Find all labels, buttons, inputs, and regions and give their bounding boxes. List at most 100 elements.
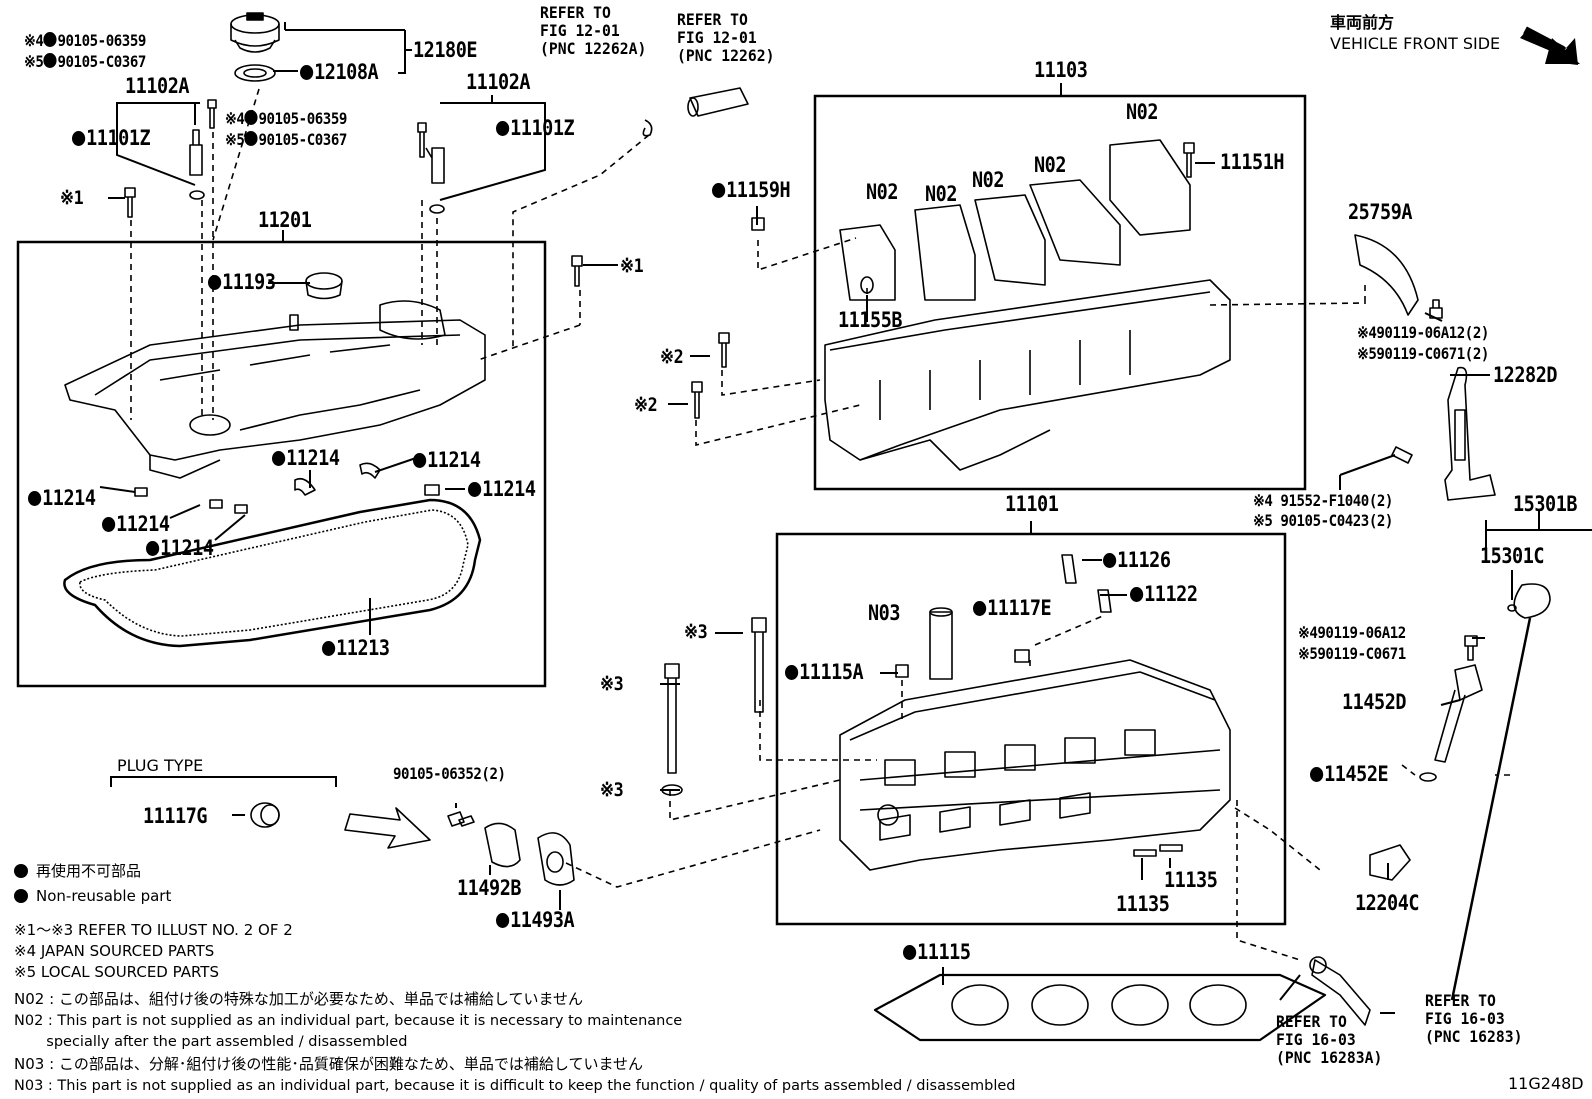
note-n02-e[interactable]: N02 (1126, 100, 1159, 124)
ref-x1-left[interactable]: ※1 (60, 187, 84, 209)
illustration-code: 11G248D (1508, 1074, 1584, 1093)
callout-bolt-12282-4[interactable]: ※4 91552-F1040(2) (1253, 491, 1393, 510)
note-local-sourced: ※5 LOCAL SOURCED PARTS (14, 963, 219, 981)
non-reusable-dot-icon (146, 541, 160, 556)
part-90105-06352[interactable]: 90105-06352(2) (393, 764, 506, 783)
non-reusable-dot-icon (1130, 587, 1144, 602)
note-n02-b[interactable]: N02 (925, 182, 958, 206)
part-11117e[interactable]: 11117E (973, 598, 1052, 619)
part-12108a[interactable]: 12108A (300, 62, 379, 83)
callout-bolt-12282-5[interactable]: ※5 90105-C0423(2) (1253, 511, 1393, 530)
ref-x1-right[interactable]: ※1 (620, 255, 644, 277)
part-11193[interactable]: 11193 (208, 272, 276, 293)
non-reusable-dot-icon (413, 453, 427, 468)
part-11493a[interactable]: 11493A (496, 910, 575, 931)
note-japan-sourced: ※4 JAPAN SOURCED PARTS (14, 942, 215, 960)
part-11122[interactable]: 11122 (1130, 584, 1198, 605)
refer-fig-16-03-pnc-16283a[interactable]: REFER TO FIG 16-03 (PNC 16283A) (1276, 1012, 1383, 1067)
part-11135-b[interactable]: 11135 (1116, 892, 1170, 916)
non-reusable-dot-icon (244, 110, 258, 125)
part-11117g[interactable]: 11117G (143, 804, 208, 828)
part-11159h[interactable]: 11159H (712, 180, 791, 201)
non-reusable-dot-icon (496, 913, 510, 928)
non-reusable-dot-icon (785, 665, 799, 680)
part-11214-b[interactable]: 11214 (413, 450, 481, 471)
non-reusable-dot-icon (14, 889, 28, 903)
part-11214-a[interactable]: 11214 (272, 448, 340, 469)
part-11102a-left[interactable]: 11102A (125, 74, 190, 98)
non-reusable-dot-icon (43, 53, 57, 68)
cylinder-head-sketch (839, 659, 1231, 871)
non-reusable-dot-icon (272, 451, 286, 466)
note-n02-d[interactable]: N02 (1034, 153, 1067, 177)
note-n02-en-cont: specially after the part assembled / dis… (14, 1034, 408, 1050)
frame-11201 (16, 240, 547, 688)
non-reusable-dot-icon (712, 183, 726, 198)
note-n02-a[interactable]: N02 (866, 180, 899, 204)
refer-fig-12-01-pnc-12262[interactable]: REFER TO FIG 12-01 (PNC 12262) (677, 10, 775, 65)
part-11155b[interactable]: 11155B (838, 308, 903, 332)
part-11151h[interactable]: 11151H (1220, 150, 1285, 174)
frame-11101 (775, 532, 1287, 926)
part-25759a[interactable]: 25759A (1348, 200, 1413, 224)
legend-non-reusable-jp: 再使用不可部品 (14, 862, 141, 880)
plug-type-heading: PLUG TYPE (117, 756, 204, 775)
non-reusable-dot-icon (43, 32, 57, 47)
ref-x2-upper[interactable]: ※2 (660, 346, 684, 368)
non-reusable-dot-icon (102, 517, 116, 532)
vehicle-front-arrow (1520, 26, 1580, 65)
part-11201[interactable]: 11201 (258, 208, 312, 232)
part-11452d[interactable]: 11452D (1342, 690, 1407, 714)
part-11126[interactable]: 11126 (1103, 550, 1171, 571)
part-11452e[interactable]: 11452E (1310, 764, 1389, 785)
ref-x3-top[interactable]: ※3 (684, 621, 708, 643)
part-11135-a[interactable]: 11135 (1164, 868, 1218, 892)
part-12204c[interactable]: 12204C (1355, 891, 1420, 915)
oil-filler-cap (230, 12, 280, 53)
ref-x2-lower[interactable]: ※2 (634, 394, 658, 416)
part-11492b[interactable]: 11492B (457, 876, 522, 900)
note-n02-c[interactable]: N02 (972, 168, 1005, 192)
part-12282d[interactable]: 12282D (1493, 363, 1558, 387)
part-12180e[interactable]: 12180E (413, 38, 478, 62)
ref-x3-bottom[interactable]: ※3 (600, 779, 624, 801)
refer-fig-12-01-pnc-12262a[interactable]: REFER TO FIG 12-01 (PNC 12262A) (540, 3, 647, 58)
part-11213[interactable]: 11213 (322, 638, 390, 659)
callout-bolt-11452-5[interactable]: ※590119-C0671 (1298, 644, 1406, 663)
non-reusable-dot-icon (208, 275, 222, 290)
non-reusable-dot-icon (973, 601, 987, 616)
ref-x3-mid[interactable]: ※3 (600, 673, 624, 695)
part-11101z-left[interactable]: 11101Z (72, 128, 151, 149)
part-11214-c[interactable]: 11214 (468, 479, 536, 500)
part-15301c[interactable]: 15301C (1480, 544, 1545, 568)
part-11102a-right[interactable]: 11102A (466, 70, 531, 94)
part-11101[interactable]: 11101 (1005, 492, 1059, 516)
part-11115a[interactable]: 11115A (785, 662, 864, 683)
non-reusable-dot-icon (468, 482, 482, 497)
callout-bolt-25759-5[interactable]: ※590119-C0671(2) (1357, 344, 1489, 363)
part-11214-e[interactable]: 11214 (102, 514, 170, 535)
part-11103[interactable]: 11103 (1034, 58, 1088, 82)
refer-fig-16-03-pnc-16283[interactable]: REFER TO FIG 16-03 (PNC 16283) (1425, 991, 1523, 1046)
non-reusable-dot-icon (1103, 553, 1117, 568)
bolt-sketches (124, 99, 1478, 661)
callout-bolt-11452-4[interactable]: ※490119-06A12 (1298, 623, 1406, 642)
part-11101z-right[interactable]: 11101Z (496, 118, 575, 139)
part-11115[interactable]: 11115 (903, 942, 971, 963)
note-refer-illust: ※1〜※3 REFER TO ILLUST NO. 2 OF 2 (14, 921, 293, 939)
legend-non-reusable-en: Non-reusable part (14, 887, 171, 905)
part-15301b[interactable]: 15301B (1513, 492, 1578, 516)
non-reusable-dot-icon (903, 945, 917, 960)
part-11214-f[interactable]: 11214 (146, 538, 214, 559)
vehicle-front-jp: 車両前方 (1330, 13, 1395, 32)
callout-bolt-25759-4[interactable]: ※490119-06A12(2) (1357, 323, 1489, 342)
part-11214-d[interactable]: 11214 (28, 488, 96, 509)
note-n03[interactable]: N03 (868, 601, 901, 625)
non-reusable-dot-icon (1310, 767, 1324, 782)
camshaft-housing-sketch (824, 139, 1231, 471)
